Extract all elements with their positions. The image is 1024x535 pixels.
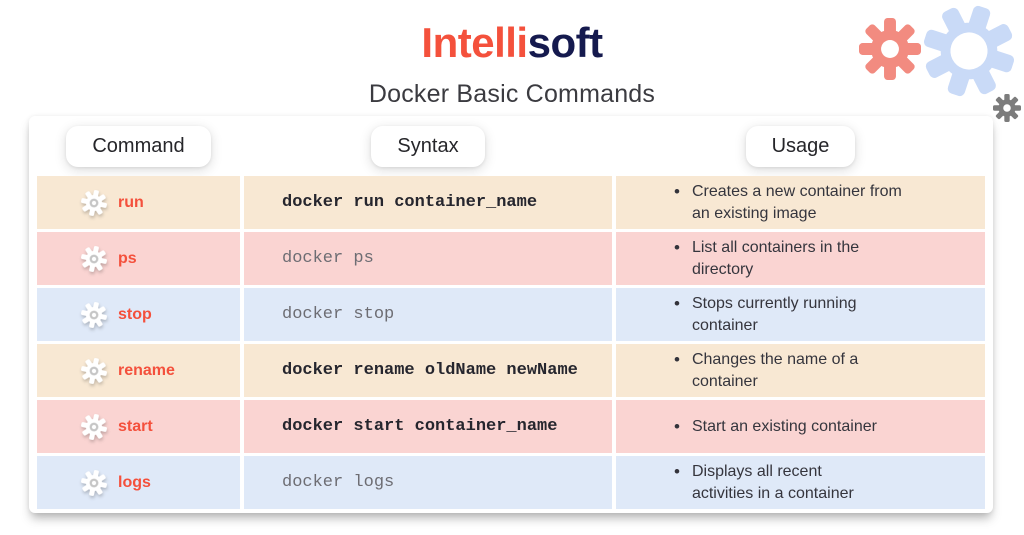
- usage-cell: • Changes the name of a container: [616, 344, 985, 397]
- usage-text: Displays all recent activities in a cont…: [691, 462, 854, 502]
- usage-cell: • Displays all recent activities in a con…: [616, 456, 985, 509]
- command-label: rename: [118, 361, 175, 379]
- page-header: Intellisoft Docker Basic Commands: [0, 0, 1024, 109]
- syntax-cell: docker logs: [244, 456, 612, 509]
- usage-cell: • Stops currently running container: [616, 288, 985, 341]
- syntax-cell: docker rename oldName newName: [244, 344, 612, 397]
- syntax-text: docker logs: [282, 473, 395, 492]
- bullet-icon: •: [674, 293, 680, 313]
- usage-cell: • List all containers in the directory: [616, 232, 985, 285]
- syntax-cell: docker start container_name: [244, 400, 612, 453]
- syntax-text: docker rename oldName newName: [282, 361, 578, 380]
- usage-text: Changes the name of a container: [691, 350, 859, 390]
- table-body: run docker run container_name • Creates a…: [37, 176, 985, 509]
- syntax-text: docker start container_name: [282, 417, 558, 436]
- bullet-icon: •: [674, 237, 680, 257]
- command-cell: run: [37, 176, 240, 229]
- gear-icon: [78, 411, 110, 442]
- command-cell: start: [37, 400, 240, 453]
- table-header-row: Command Syntax Usage: [37, 116, 985, 176]
- command-label: start: [118, 417, 153, 435]
- usage-text: Start an existing container: [691, 417, 877, 435]
- bullet-icon: •: [674, 349, 680, 369]
- syntax-cell: docker stop: [244, 288, 612, 341]
- syntax-text: docker stop: [282, 305, 395, 324]
- page-title: Docker Basic Commands: [368, 80, 656, 109]
- usage-cell: • Creates a new container from an existin…: [616, 176, 985, 229]
- bullet-icon: •: [674, 416, 680, 436]
- usage-text: Stops currently running container: [691, 294, 857, 334]
- gear-icon: [78, 243, 110, 274]
- bullet-icon: •: [674, 461, 680, 481]
- syntax-cell: docker run container_name: [244, 176, 612, 229]
- syntax-text: docker run container_name: [282, 193, 538, 212]
- command-cell: logs: [37, 456, 240, 509]
- command-cell: ps: [37, 232, 240, 285]
- syntax-text: docker ps: [282, 249, 374, 268]
- commands-table-card: Command Syntax Usage run docker run cont…: [29, 116, 993, 513]
- brand-logo-part2: soft: [527, 19, 604, 66]
- brand-logo-part1: Intelli: [421, 19, 528, 66]
- command-label: stop: [118, 305, 152, 323]
- brand-logo: Intellisoft: [0, 19, 1024, 66]
- command-cell: stop: [37, 288, 240, 341]
- usage-cell: • Start an existing container: [616, 400, 985, 453]
- column-header-usage: Usage: [745, 125, 856, 167]
- red-gear-icon: [859, 18, 921, 80]
- usage-text: Creates a new container from an existing…: [691, 182, 902, 222]
- gear-icon: [78, 187, 110, 218]
- command-cell: rename: [37, 344, 240, 397]
- blue-gear-icon: [911, 0, 1024, 109]
- command-label: logs: [118, 473, 151, 491]
- syntax-cell: docker ps: [244, 232, 612, 285]
- gear-icon: [78, 299, 110, 330]
- column-header-syntax: Syntax: [371, 125, 485, 167]
- gear-icon: [78, 355, 110, 386]
- bullet-icon: •: [674, 181, 680, 201]
- command-label: run: [118, 193, 144, 211]
- command-label: ps: [118, 249, 137, 267]
- gear-icon: [78, 467, 110, 498]
- gray-gear-icon: [993, 94, 1021, 122]
- column-header-command: Command: [66, 125, 211, 167]
- usage-text: List all containers in the directory: [691, 238, 860, 278]
